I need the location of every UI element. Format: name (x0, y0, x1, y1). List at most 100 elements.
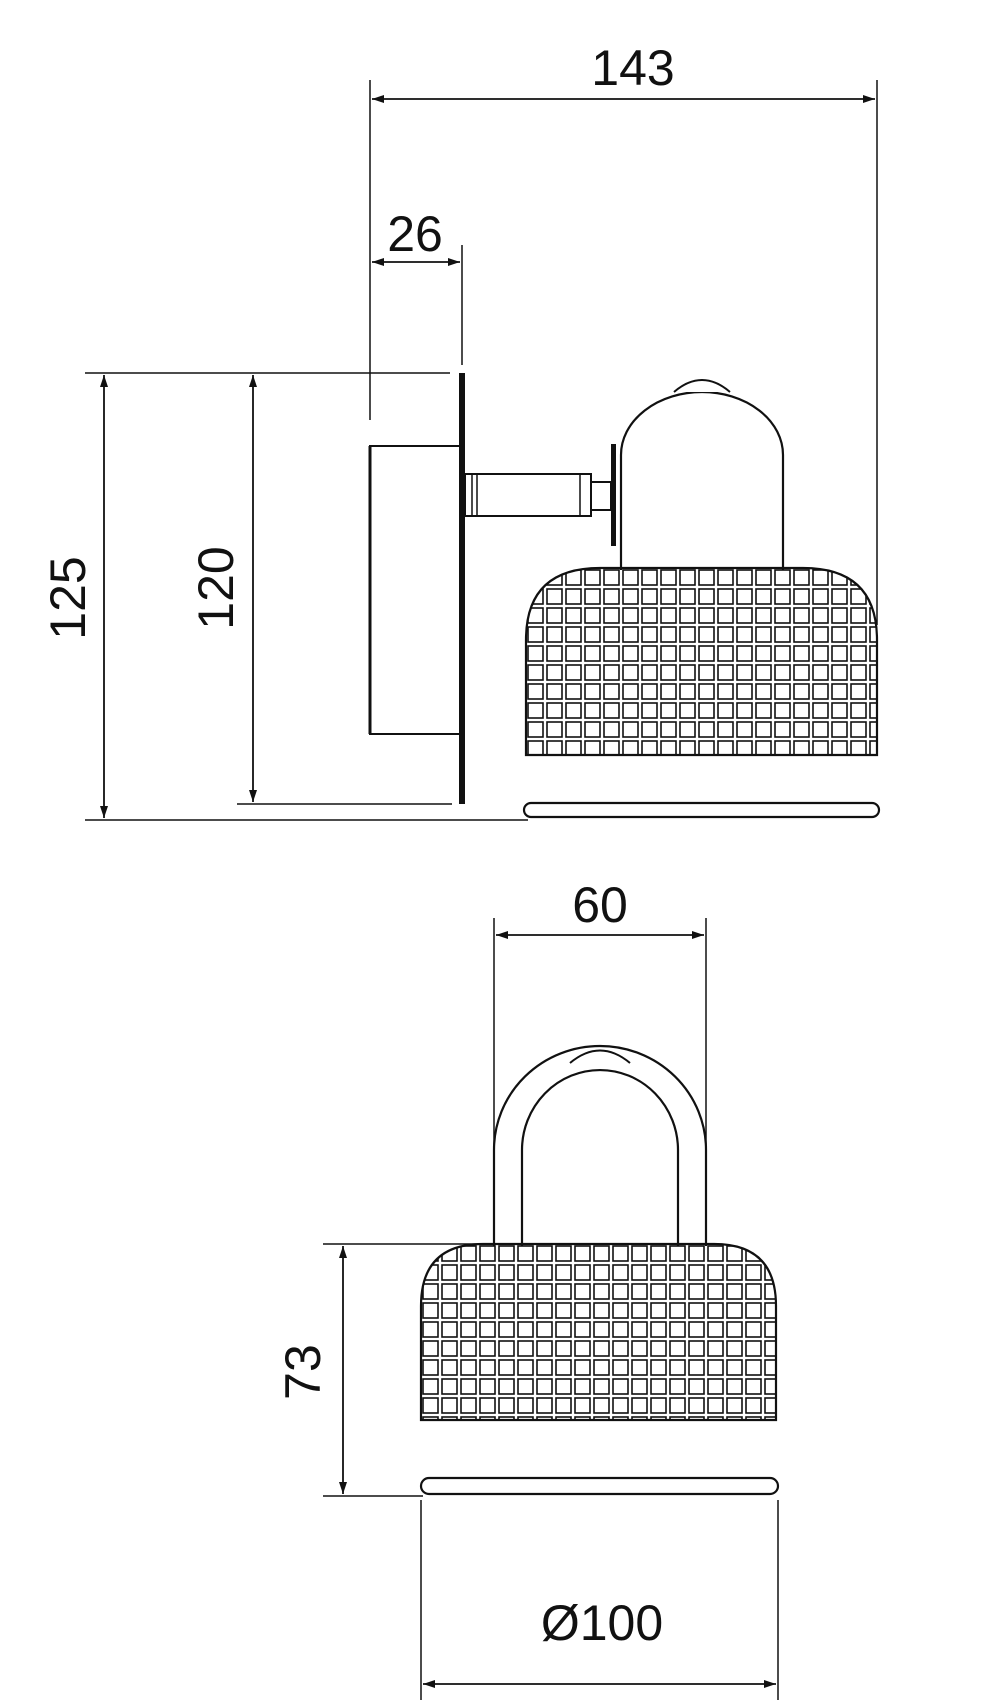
mesh-cell (660, 664, 677, 681)
mesh-cell (698, 702, 715, 719)
mesh-cell (565, 664, 582, 681)
mesh-cell (698, 569, 715, 586)
mesh-cell (793, 702, 810, 719)
mesh-cell (679, 664, 696, 681)
mesh-cell (631, 1359, 648, 1376)
mesh-cell (622, 702, 639, 719)
mesh-cell (555, 1302, 572, 1319)
mesh-cell (479, 1378, 496, 1395)
mesh-cell (688, 1397, 705, 1414)
mesh-cell (641, 721, 658, 738)
mesh-cell (774, 626, 791, 643)
mesh-cell (745, 1397, 762, 1414)
mesh-cell (689, 1436, 704, 1451)
mesh-cell (527, 702, 544, 719)
mesh-cell (641, 569, 658, 586)
mesh-cell (632, 1436, 647, 1451)
mesh-cell (736, 664, 753, 681)
mesh-cell (574, 1321, 591, 1338)
mesh-cell (717, 645, 734, 662)
mesh-cell (660, 607, 677, 624)
mesh-cell (460, 1283, 477, 1300)
mesh-cell (536, 1302, 553, 1319)
mesh-cell (603, 664, 620, 681)
mesh-cell (831, 588, 848, 605)
mesh-cell (660, 702, 677, 719)
mesh-cell (831, 607, 848, 624)
mesh-cell (812, 588, 829, 605)
mesh-cell (670, 1436, 685, 1451)
mesh-cell (669, 1416, 686, 1420)
mesh-cell (593, 1283, 610, 1300)
mesh-cell (669, 1302, 686, 1319)
mesh-cell (593, 1397, 610, 1414)
mesh-cell (441, 1397, 458, 1414)
mesh-cell (793, 683, 810, 700)
mesh-cell (517, 1321, 534, 1338)
mesh-cell (527, 569, 544, 586)
mesh-cell (679, 645, 696, 662)
mesh-cell (793, 664, 810, 681)
mesh-cell (460, 1245, 477, 1262)
mesh-cell (707, 1416, 724, 1420)
mesh-cell (831, 626, 848, 643)
mesh-cell (764, 1245, 776, 1262)
mesh-cell (498, 1416, 515, 1420)
plate-height-label: 120 (188, 546, 244, 629)
mesh-cell (870, 760, 885, 775)
mesh-cell (755, 702, 772, 719)
lamp-head (619, 390, 785, 570)
arm (464, 473, 592, 517)
dimension-shade-height: 73 (275, 1243, 490, 1497)
mesh-cell (726, 1283, 743, 1300)
mesh-cell (707, 1397, 724, 1414)
mesh-cell (737, 779, 752, 794)
mesh-cell (631, 1321, 648, 1338)
mesh-cell (660, 721, 677, 738)
mesh-cell (698, 607, 715, 624)
mesh-cell (527, 721, 544, 738)
mesh-cell (593, 1378, 610, 1395)
mesh-cell (717, 664, 734, 681)
mesh-cell (422, 1397, 439, 1414)
mesh-cell (584, 645, 601, 662)
mesh-cell (556, 1436, 571, 1451)
mesh-cell (850, 702, 867, 719)
mesh-cell (584, 683, 601, 700)
side-view: 143 26 125 120 (40, 40, 885, 821)
mesh-cell (793, 721, 810, 738)
mesh-cell (736, 702, 753, 719)
mesh-cell (679, 626, 696, 643)
mesh-cell (603, 569, 620, 586)
mesh-cell (479, 1416, 496, 1420)
mesh-cell (755, 588, 772, 605)
mesh-cell (850, 683, 867, 700)
mesh-cell (460, 1397, 477, 1414)
mesh-cell (556, 1455, 571, 1470)
mesh-cell (612, 1378, 629, 1395)
mesh-cell (756, 760, 771, 775)
mesh-cell (869, 664, 877, 681)
mesh-cell (850, 645, 867, 662)
mesh-cell (698, 645, 715, 662)
mesh-cell (726, 1416, 743, 1420)
mesh-cell (498, 1264, 515, 1281)
mesh-cell (441, 1378, 458, 1395)
mesh-cell (831, 683, 848, 700)
mesh-cell (707, 1302, 724, 1319)
mesh-cell (585, 760, 600, 775)
mesh-cell (755, 607, 772, 624)
mesh-cell (707, 1321, 724, 1338)
mesh-cell (517, 1264, 534, 1281)
mesh-cell (555, 1283, 572, 1300)
mesh-cell (546, 702, 563, 719)
mesh-cell (641, 683, 658, 700)
mesh-cell (764, 1378, 776, 1395)
mesh-cell (517, 1416, 534, 1420)
mesh-cell (650, 1321, 667, 1338)
mesh-cell (517, 1302, 534, 1319)
mesh-cell (546, 721, 563, 738)
mesh-cell (498, 1283, 515, 1300)
mesh-cell (698, 721, 715, 738)
